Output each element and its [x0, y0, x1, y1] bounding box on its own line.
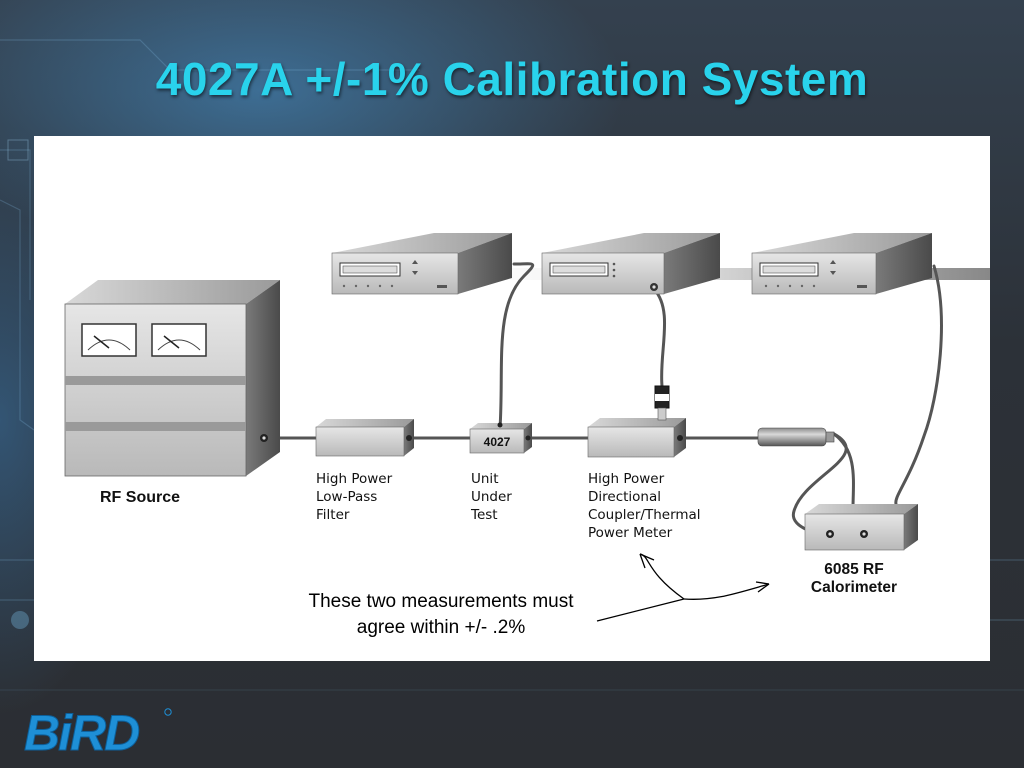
svg-text:High Power: High Power: [588, 471, 665, 487]
uut-label: Unit Under Test: [470, 471, 512, 523]
thermal-sensor: [654, 385, 670, 421]
rf-source-label: RF Source: [100, 489, 180, 506]
rf-source-cabinet: [64, 280, 280, 477]
coupler-label: High Power Directional Coupler/Thermal P…: [588, 471, 701, 541]
svg-text:Directional: Directional: [588, 489, 661, 505]
svg-text:6085 RF: 6085 RF: [824, 561, 883, 578]
power-meter-2: [541, 233, 720, 295]
svg-text:Under: Under: [471, 489, 512, 505]
svg-text:High Power: High Power: [316, 471, 393, 487]
calorimeter-box: [804, 504, 918, 551]
cables: [272, 262, 943, 536]
svg-text:These two measurements must: These two measurements must: [308, 591, 574, 612]
note-text: These two measurements must agree within…: [308, 591, 574, 638]
calibration-diagram: 4027 RF S: [64, 233, 990, 638]
comparison-arrow: [596, 553, 770, 622]
svg-text:Filter: Filter: [316, 507, 350, 523]
uut-box-label: 4027: [484, 435, 511, 449]
svg-text:Test: Test: [470, 507, 498, 523]
svg-text:Coupler/Thermal: Coupler/Thermal: [588, 507, 701, 523]
bird-logo: BiRD: [24, 706, 172, 756]
power-meter-1: [331, 233, 512, 295]
registered-mark: [164, 708, 172, 716]
svg-text:Calorimeter: Calorimeter: [811, 579, 897, 596]
filter-label: High Power Low-Pass Filter: [316, 471, 393, 523]
low-pass-filter-box: [315, 419, 414, 457]
rf-load-cylinder: [757, 427, 835, 447]
svg-text:Low-Pass: Low-Pass: [316, 489, 377, 505]
svg-text:Power Meter: Power Meter: [588, 525, 673, 541]
diagram-panel: 4027 RF S: [34, 136, 990, 661]
directional-coupler-box: [587, 418, 686, 458]
slide-title: 4027A +/-1% Calibration System: [155, 53, 869, 105]
cable-meter3-calorimeter: [894, 264, 943, 506]
cable-meter2-coupler: [652, 287, 667, 388]
svg-text:agree within +/- .2%: agree within +/- .2%: [357, 617, 526, 638]
cable-meter1-uut: [498, 262, 535, 430]
bird-logo-text: BiRD: [24, 706, 139, 756]
uut-4027-box: 4027: [469, 422, 532, 454]
svg-text:Unit: Unit: [471, 471, 498, 487]
calorimeter-label: 6085 RF Calorimeter: [811, 561, 897, 596]
power-meter-3: [751, 233, 932, 295]
